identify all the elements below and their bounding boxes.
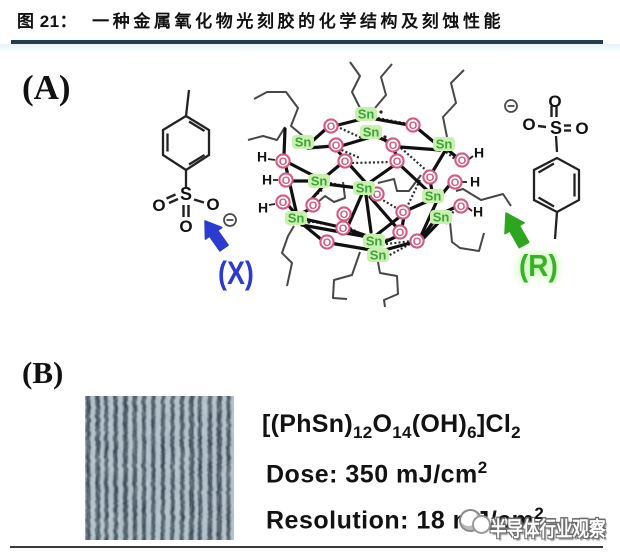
svg-text:O: O [548,92,561,111]
svg-text:O: O [206,195,219,214]
svg-text:O: O [152,196,165,215]
svg-text:S: S [180,184,192,204]
svg-text:Sn: Sn [356,181,373,196]
svg-text:Sn: Sn [425,189,442,204]
svg-text:O: O [575,119,588,138]
svg-text:Sn: Sn [370,248,387,263]
svg-text:O: O [279,197,288,209]
svg-text:O: O [332,140,341,152]
svg-text:H: H [474,145,484,161]
svg-text:O: O [399,207,408,219]
svg-text:O: O [327,121,336,133]
svg-text:H: H [257,149,267,165]
svg-text:O: O [393,156,402,168]
svg-text:Sn: Sn [363,125,380,140]
svg-text:O: O [323,237,332,249]
svg-text:S: S [550,118,562,138]
svg-text:Sn: Sn [288,211,305,226]
svg-text:H: H [470,174,480,190]
svg-text:H: H [473,204,483,220]
svg-text:O: O [389,140,398,152]
svg-text:O: O [279,156,288,168]
svg-text:Sn: Sn [358,107,375,122]
svg-text:O: O [341,156,350,168]
svg-text:Sn: Sn [433,210,450,225]
svg-text:O: O [396,227,405,239]
svg-text:O: O [282,175,291,187]
svg-text:O: O [457,201,466,213]
svg-text:O: O [458,155,467,167]
svg-text:O: O [339,223,348,235]
svg-text:O: O [522,115,535,134]
svg-text:Sn: Sn [311,174,328,189]
svg-text:O: O [413,236,422,248]
svg-text:O: O [426,172,435,184]
svg-text:O: O [409,120,418,132]
svg-text:Sn: Sn [295,135,312,150]
svg-text:O: O [340,209,349,221]
svg-text:Sn: Sn [436,137,453,152]
svg-text:O: O [309,200,318,212]
svg-text:Sn: Sn [366,234,383,249]
svg-text:H: H [258,200,268,216]
svg-text:O: O [373,189,382,201]
svg-text:O: O [451,177,460,189]
svg-text:O: O [179,217,192,236]
svg-text:H: H [262,172,272,188]
